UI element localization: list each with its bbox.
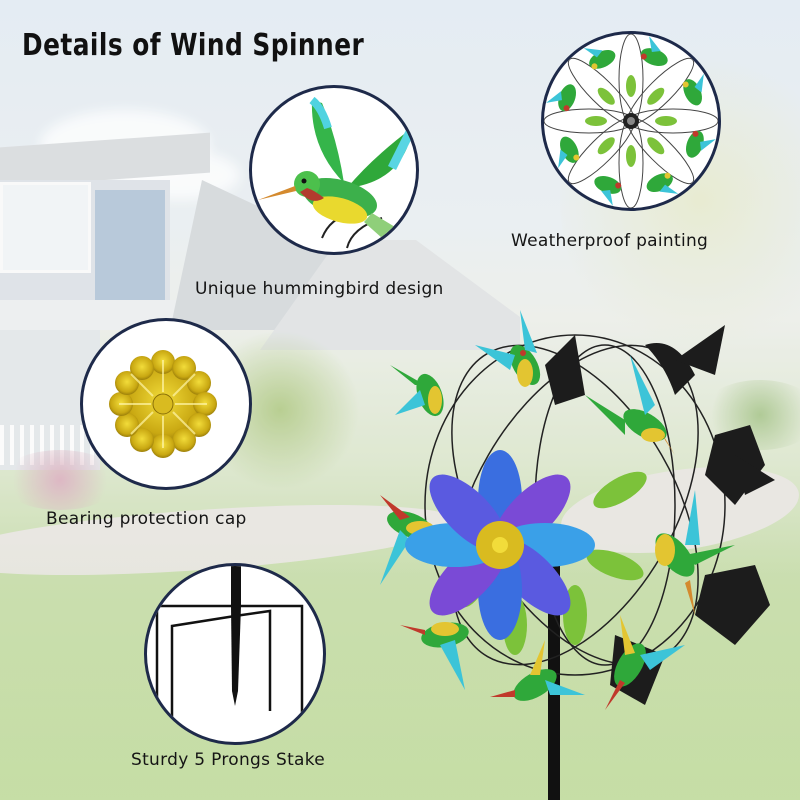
- stake-detail-circle: [144, 563, 326, 745]
- bearing-cap-caption: Bearing protection cap: [46, 509, 247, 529]
- five-prong-stake-icon: [155, 566, 304, 726]
- hummingbird-detail-circle: [249, 85, 419, 255]
- weatherproof-detail-circle: [541, 31, 721, 211]
- stake-caption: Sturdy 5 Prongs Stake: [131, 750, 326, 770]
- page-title: Details of Wind Spinner: [22, 28, 365, 63]
- wind-spinner-illustration: [380, 310, 775, 710]
- hummingbird-icon: [258, 96, 416, 249]
- spinner-wheel-icon: [544, 34, 718, 208]
- bearing-cap-detail-circle: [80, 318, 252, 490]
- bearing-cap-icon: [109, 350, 217, 458]
- hummingbird-caption: Unique hummingbird design: [195, 279, 444, 299]
- weatherproof-caption: Weatherproof painting: [511, 231, 709, 251]
